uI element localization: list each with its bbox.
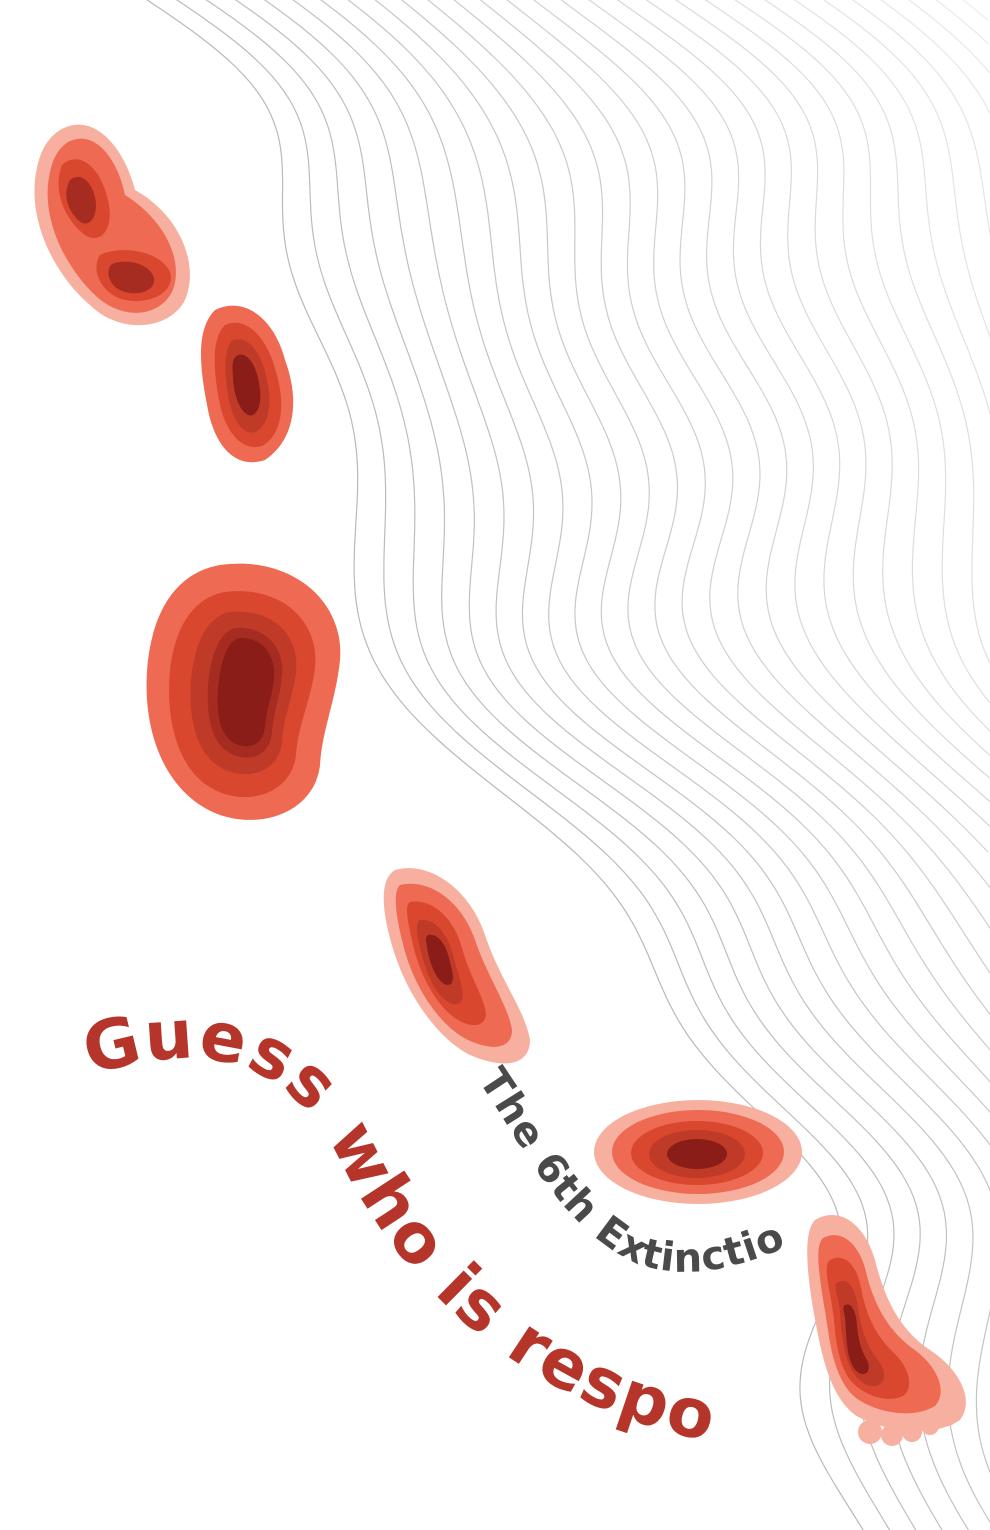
contour-line	[793, 0, 990, 416]
contour-line	[645, 0, 990, 780]
contour-line	[674, 0, 990, 757]
contour-line	[962, 0, 989, 21]
footprint-icon	[146, 563, 341, 820]
contour-line	[427, 0, 990, 1051]
contour-line	[292, 0, 990, 1524]
footprint-icon	[807, 1214, 966, 1446]
footprint-icon	[200, 305, 294, 463]
contour-line	[400, 0, 990, 1083]
contour-line	[935, 0, 990, 45]
contour-line	[704, 0, 990, 732]
contour-line	[263, 0, 970, 1530]
contour-line	[616, 0, 990, 803]
contour-line	[234, 0, 943, 1530]
contour-line	[908, 0, 990, 75]
contour-line	[851, 0, 990, 238]
contour-line	[880, 0, 990, 115]
footprint-icon	[34, 124, 190, 326]
footprint-icon	[383, 868, 530, 1064]
contour-line	[560, 0, 989, 853]
contour-line	[320, 0, 990, 1474]
contour-line	[479, 0, 990, 974]
contour-line	[347, 0, 990, 1146]
contour-lines	[146, 0, 990, 1530]
contour-line	[734, 0, 990, 704]
contour-line	[205, 0, 917, 1530]
contour-line	[374, 0, 990, 1114]
contour-line	[506, 0, 990, 930]
contour-line	[822, 0, 990, 339]
contour-line	[764, 0, 990, 665]
footprint-trail	[34, 124, 966, 1446]
contour-line	[533, 0, 990, 889]
footprint-icon	[594, 1100, 802, 1204]
contour-line	[588, 0, 990, 828]
contour-line	[453, 0, 990, 1016]
